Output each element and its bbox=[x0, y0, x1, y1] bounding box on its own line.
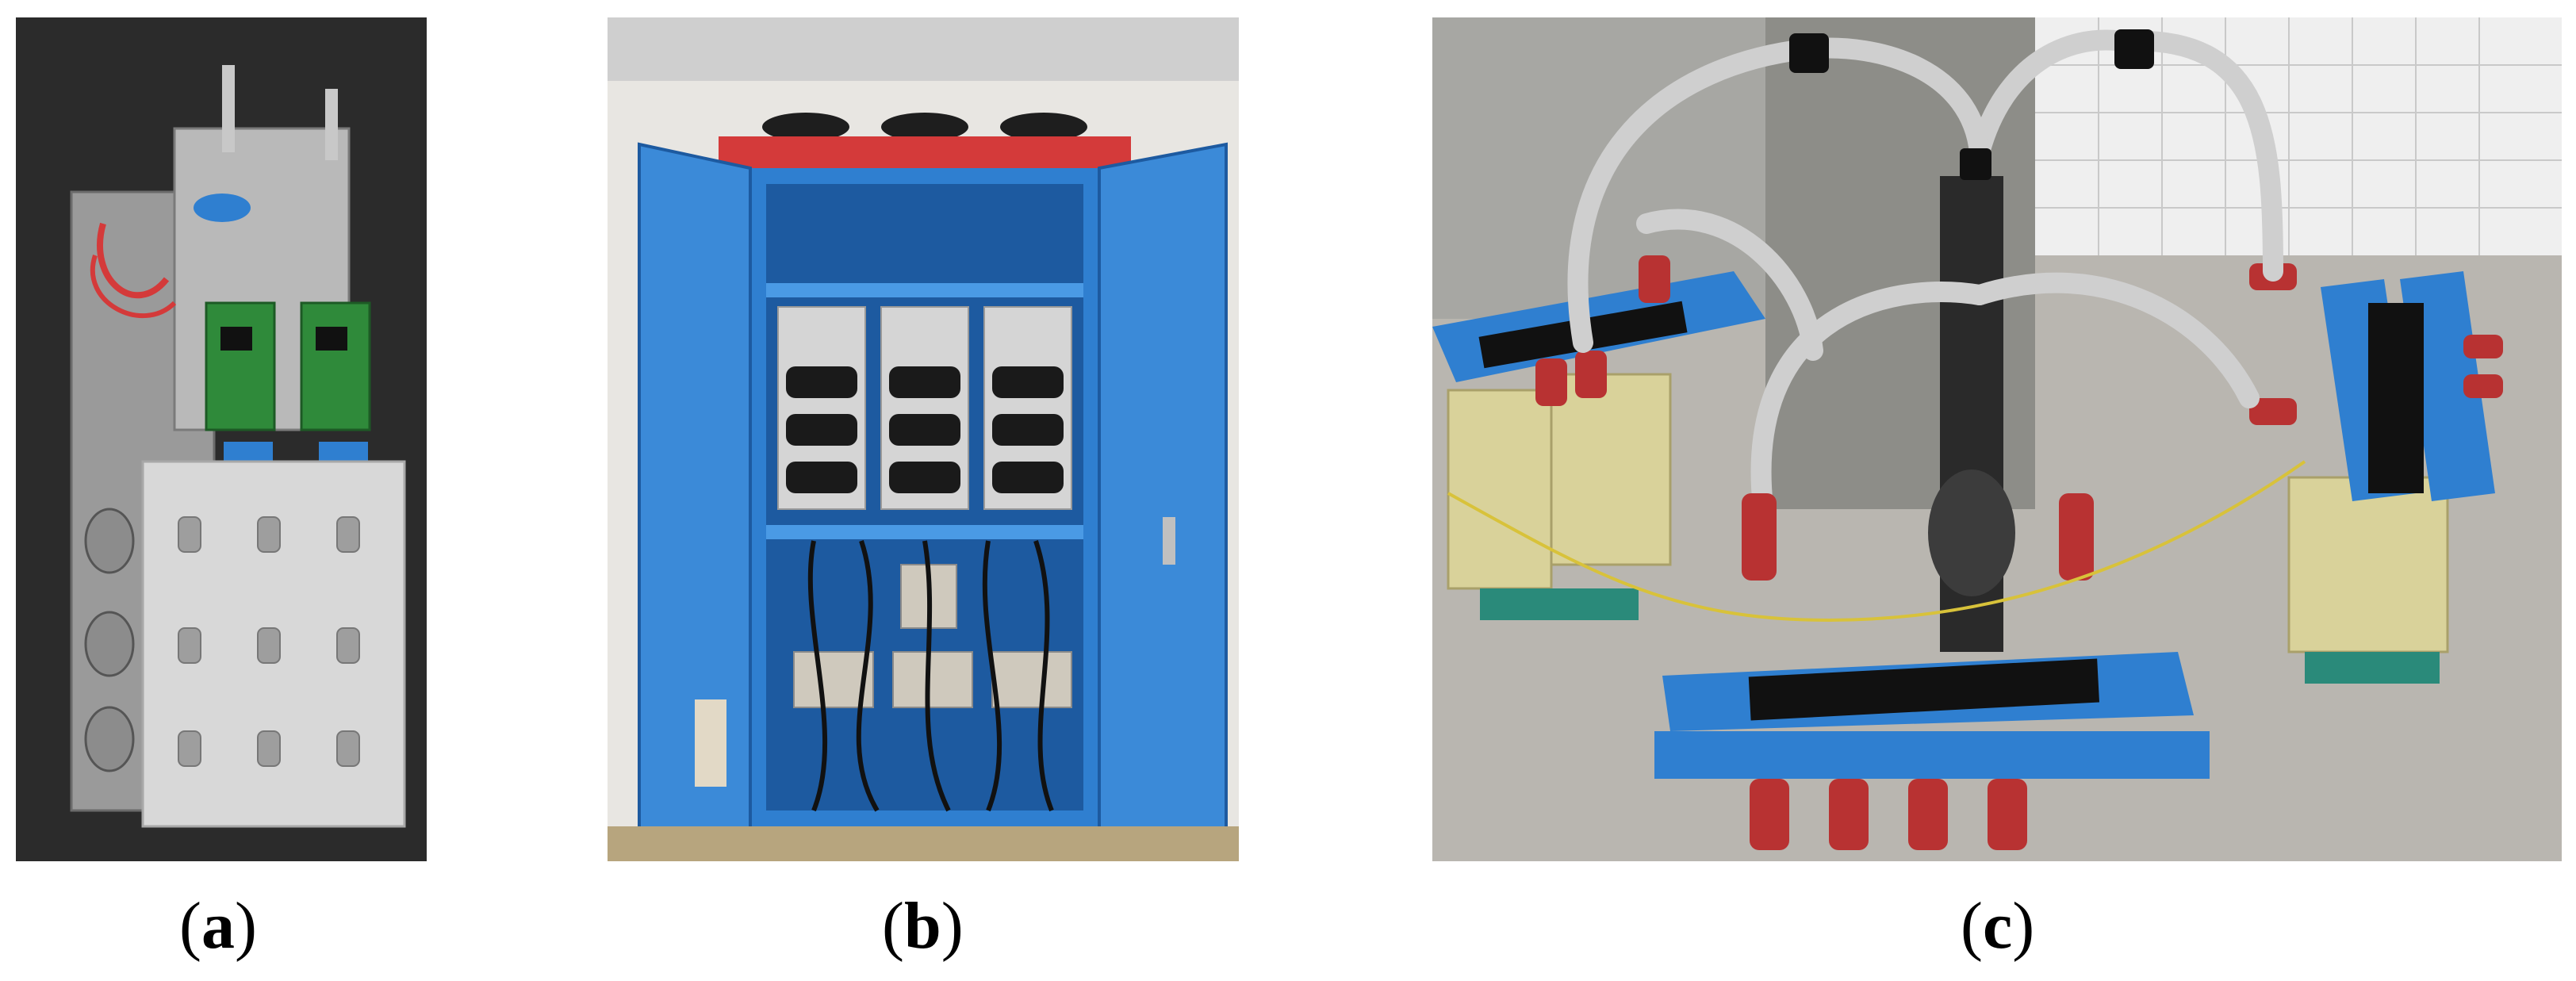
caption-b-close: ) bbox=[941, 889, 964, 963]
caption-c-open: ( bbox=[1961, 889, 1983, 963]
transformers-illustration bbox=[1432, 17, 2562, 861]
photo-power-module bbox=[16, 17, 427, 861]
power-module-illustration bbox=[16, 17, 427, 861]
caption-c-close: ) bbox=[2012, 889, 2035, 963]
caption-a-open: ( bbox=[179, 889, 201, 963]
caption-a: (a) bbox=[179, 887, 257, 966]
caption-c-letter: c bbox=[1982, 889, 2013, 963]
caption-c: (c) bbox=[1961, 887, 2034, 966]
caption-a-close: ) bbox=[234, 889, 257, 963]
caption-b-open: ( bbox=[882, 889, 904, 963]
photo-converter-cabinet bbox=[608, 17, 1239, 861]
caption-b: (b) bbox=[882, 887, 964, 966]
caption-a-letter: a bbox=[201, 889, 235, 963]
photo-transformers bbox=[1432, 17, 2562, 861]
caption-b-letter: b bbox=[903, 889, 941, 963]
cabinet-illustration bbox=[608, 17, 1239, 861]
